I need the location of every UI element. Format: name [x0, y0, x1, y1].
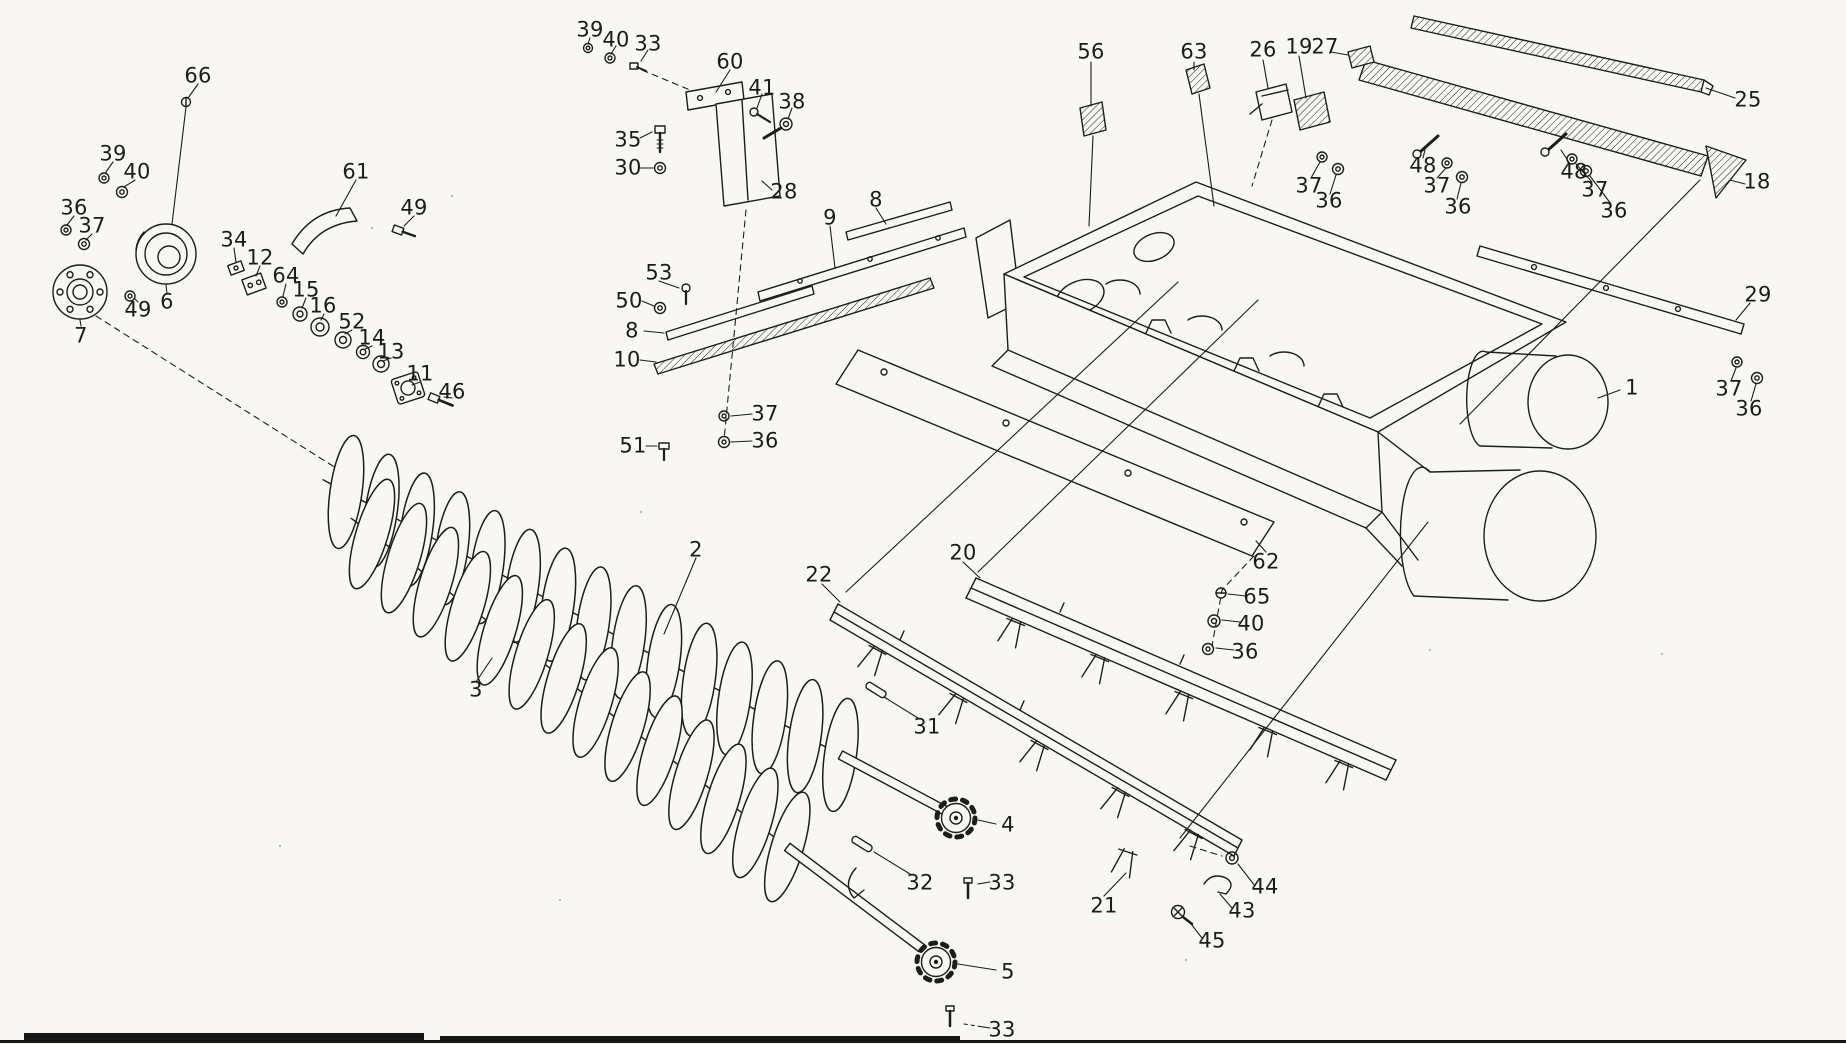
washer-36b — [1201, 642, 1215, 656]
bolt-41 — [749, 107, 772, 124]
bolt-38 — [762, 117, 793, 140]
bolt-49 — [391, 224, 417, 238]
bracket-34 — [227, 260, 245, 276]
bolt-66 — [180, 96, 192, 108]
tine-21 — [1110, 846, 1139, 879]
strip-25 — [1410, 15, 1705, 93]
bolt-35 — [654, 125, 666, 154]
washer-30 — [653, 161, 667, 175]
bolt-48-left — [1412, 134, 1440, 159]
auger-part-3 — [339, 474, 925, 953]
washer-50 — [653, 301, 667, 315]
bolt-48-right — [1540, 132, 1568, 157]
bracket-28 — [715, 93, 781, 207]
stripper-plate-62 — [835, 349, 1275, 557]
strip-9 — [757, 227, 967, 302]
pin-31 — [865, 681, 887, 699]
clip-43 — [1203, 875, 1232, 895]
left-bearing-parts — [52, 96, 454, 407]
sprocket-part-4 — [937, 799, 975, 837]
top-right-small-parts — [1079, 45, 1764, 385]
bearing-tube-small — [1466, 350, 1609, 450]
bolt-33-bottom — [945, 1005, 955, 1028]
washer-40b — [1207, 614, 1221, 628]
bracket-28-assembly — [582, 42, 793, 207]
wedge-18 — [1705, 145, 1747, 199]
washer-44 — [1225, 851, 1239, 865]
bolt-51 — [658, 442, 670, 462]
pad-63 — [1185, 63, 1211, 95]
scan-speckles — [278, 194, 1664, 962]
pad-27 — [1347, 45, 1375, 69]
strip-8-top — [845, 201, 953, 241]
washer-36m — [717, 435, 731, 449]
leader-lines — [66, 37, 1757, 1029]
sprocket-part-5 — [917, 943, 955, 981]
pad-19 — [1293, 91, 1331, 131]
bolt-33-mid — [963, 877, 973, 900]
pin-32 — [851, 835, 873, 853]
bolt-53 — [681, 283, 691, 306]
flange-7 — [52, 264, 108, 320]
strip-8-low — [665, 285, 815, 341]
flange-11 — [390, 371, 426, 405]
pad-56 — [1079, 101, 1107, 137]
hook-guide — [847, 867, 865, 899]
page-edge — [0, 1033, 1846, 1043]
strip-10 — [653, 277, 935, 375]
feeder-housing-part-1 — [975, 181, 1609, 602]
retractable-finger-rail-22 — [829, 603, 1243, 861]
wear-strips-8-9-10 — [653, 201, 967, 462]
bearing-tube-large — [1399, 466, 1597, 602]
bracket-12 — [241, 272, 267, 296]
bottom-small-parts — [945, 587, 1239, 1028]
bracket-26 — [1255, 83, 1293, 121]
retractable-finger-rail-20 — [965, 577, 1397, 791]
washer-37m — [718, 410, 730, 422]
bolt-45 — [1170, 904, 1194, 926]
strip-18-rail — [1358, 59, 1709, 177]
bolt-33-top — [629, 62, 647, 72]
cap-61 — [291, 207, 358, 255]
top-right-strips — [1358, 15, 1747, 335]
bolt-46 — [427, 392, 454, 407]
bearing-6 — [135, 223, 197, 285]
